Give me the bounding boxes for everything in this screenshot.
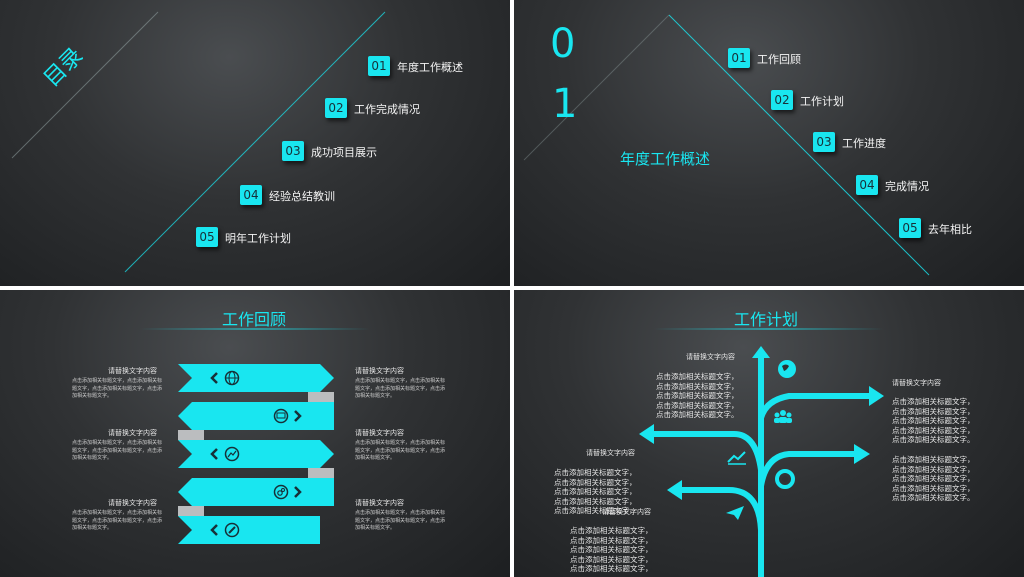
slide-work-plan[interactable]: 工作计划 请替换文字内容 [514,290,1024,577]
contents-item[interactable]: 年度工作概述 [397,61,463,74]
section-item[interactable]: 去年相比 [928,223,972,236]
contents-item[interactable]: 明年工作计划 [225,232,291,245]
block-line: 点击添加相关标题文字， [570,535,653,545]
block-heading: 请替换文字内容 [892,379,941,387]
item-number: 01 [368,56,390,76]
block-body: 点击添加相关标题文字，点击添加相关标题文字，点击添加相关标题文字，点击添加相关标… [72,440,163,461]
chart-icon [726,448,748,466]
block-heading: 请替换文字内容 [602,508,651,516]
item-number: 02 [325,98,347,118]
block-line: 点击添加相关标题文字， [892,397,975,406]
block-body: 点击添加相关标题文字，点击添加相关标题文字，点击添加相关标题文字，点击添加相关标… [72,378,163,399]
block-line: 点击添加相关标题文字， [656,391,739,400]
globe-icon [776,358,798,380]
block-line: 点击添加相关标题文字， [892,406,975,416]
section-item[interactable]: 工作回顾 [757,53,801,66]
diagonal-lines [523,14,930,276]
item-number: 02 [771,90,793,110]
block-line: 点击添加相关标题文字， [554,468,637,477]
title-underline [140,328,370,330]
slide-work-review[interactable]: 工作回顾 请替换文字内容 点击添加相关标题文字，点击添加相关标题文字，点击添加相… [0,290,510,577]
section-number-bottom: 1 [552,81,578,127]
block-line: 点击添加相关标题文字， [554,496,637,506]
contents-item[interactable]: 工作完成情况 [354,103,420,116]
slide-contents[interactable]: 目录 01 年度工作概述 02 工作完成情况 03 成功项目展示 04 经验总结… [0,0,510,286]
block-body: 点击添加相关标题文字，点击添加相关标题文字，点击添加相关标题文字，点击添加相关标… [355,440,446,461]
block-line: 点击添加相关标题文字。 [656,410,739,419]
block-heading: 请替换文字内容 [586,449,635,457]
block-line: 点击添加相关标题文字， [892,425,975,435]
block-line: 点击添加相关标题文字， [892,483,975,493]
chart-icon [208,446,242,462]
block-line: 点击添加相关标题文字， [892,416,975,425]
block-line: 点击添加相关标题文字， [570,545,653,554]
block-line: 点击添加相关标题文字， [570,554,653,564]
section-title: 年度工作概述 [620,150,711,168]
block-heading: 请替换文字内容 [686,353,735,361]
slide-title: 工作计划 [734,310,799,329]
block-line: 点击添加相关标题文字， [892,474,975,483]
block-line: 点击添加相关标题文字， [892,464,975,474]
diagonal-lines [11,11,386,273]
block-heading: 请替换文字内容 [355,429,404,437]
block-heading: 请替换文字内容 [108,367,157,375]
block-line: 点击添加相关标题文字， [554,487,637,496]
pencil-icon [208,522,242,538]
people-icon [772,408,794,426]
block-line: 点击添加相关标题文字， [554,506,637,515]
gears-icon [272,484,306,500]
item-number: 04 [240,185,262,205]
block-line: 点击添加相关标题文字， [554,477,637,487]
block-line: 点击添加相关标题文字。 [892,435,975,444]
item-number: 03 [282,141,304,161]
block-body: 点击添加相关标题文字，点击添加相关标题文字，点击添加相关标题文字，点击添加相关标… [355,510,446,531]
item-number: 03 [813,132,835,152]
slide-title: 工作回顾 [222,310,287,329]
item-number: 04 [856,175,878,195]
lifebuoy-icon [774,468,796,490]
block-heading: 请替换文字内容 [108,429,157,437]
block-heading: 请替换文字内容 [108,499,157,507]
item-number: 05 [196,227,218,247]
block-line: 点击添加相关标题文字， [570,564,653,573]
block-body: 点击添加相关标题文字，点击添加相关标题文字，点击添加相关标题文字，点击添加相关标… [72,510,163,531]
section-item[interactable]: 工作进度 [842,137,886,150]
section-item[interactable]: 工作计划 [800,95,844,108]
block-line: 点击添加相关标题文字， [892,455,975,464]
slide-section-01[interactable]: 0 1 年度工作概述 01 工作回顾 02 工作计划 03 工作进度 04 完成… [514,0,1024,286]
block-body: 点击添加相关标题文字，点击添加相关标题文字，点击添加相关标题文字，点击添加相关标… [355,378,446,399]
zigzag-ribbon [178,364,334,544]
contents-item[interactable]: 经验总结教训 [269,190,335,203]
item-number: 05 [899,218,921,238]
block-line: 点击添加相关标题文字， [656,400,739,410]
signpost-tree [639,346,884,577]
block-line: 点击添加相关标题文字， [656,372,739,381]
block-line: 点击添加相关标题文字， [656,381,739,391]
globe-icon [208,370,242,386]
paper-plane-icon [724,504,746,522]
block-line: 点击添加相关标题文字。 [892,493,975,502]
block-heading: 请替换文字内容 [355,367,404,375]
section-number-top: 0 [550,21,576,67]
section-item[interactable]: 完成情况 [885,180,929,193]
contents-item[interactable]: 成功项目展示 [311,146,377,159]
item-number: 01 [728,48,750,68]
title-underline [654,328,884,330]
monitor-icon [272,408,306,424]
block-heading: 请替换文字内容 [355,499,404,507]
block-line: 点击添加相关标题文字， [570,526,653,535]
